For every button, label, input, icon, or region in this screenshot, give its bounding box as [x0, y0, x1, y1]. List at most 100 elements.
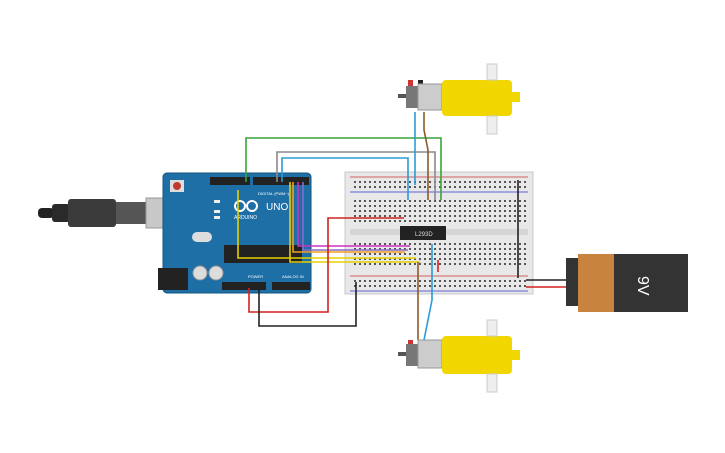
- breadboard-hole: [384, 243, 386, 245]
- breadboard-hole: [499, 186, 501, 188]
- breadboard-hole: [404, 215, 406, 217]
- dc-motor-top[interactable]: [398, 63, 520, 135]
- breadboard-hole: [414, 243, 416, 245]
- breadboard-hole: [494, 215, 496, 217]
- dc-motor-bottom[interactable]: [398, 319, 520, 393]
- wire-yellow-2[interactable]: [289, 182, 420, 263]
- breadboard-hole: [374, 200, 376, 202]
- breadboard-hole: [474, 243, 476, 245]
- breadboard-hole: [499, 285, 501, 287]
- breadboard-hole: [424, 210, 426, 212]
- breadboard-hole: [424, 181, 426, 183]
- breadboard-hole: [504, 200, 506, 202]
- breadboard-hole: [359, 258, 361, 260]
- wire-blue-top[interactable]: [281, 157, 409, 200]
- breadboard-hole: [524, 200, 526, 202]
- breadboard-hole: [419, 210, 421, 212]
- breadboard-hole: [469, 220, 471, 222]
- breadboard-hole: [384, 253, 386, 255]
- motor1-lead-brown[interactable]: [423, 112, 429, 200]
- wire-purple[interactable]: [302, 182, 408, 251]
- breadboard-hole: [399, 210, 401, 212]
- breadboard-hole: [439, 220, 441, 222]
- usb-cable[interactable]: [38, 197, 183, 229]
- breadboard-hole: [464, 280, 466, 282]
- breadboard-hole: [354, 253, 356, 255]
- breadboard-hole: [469, 248, 471, 250]
- breadboard-hole: [384, 248, 386, 250]
- breadboard-hole: [479, 215, 481, 217]
- breadboard-hole: [489, 280, 491, 282]
- wire-green[interactable]: [245, 137, 442, 200]
- digital-pins-label: DIGITAL (PWM~): [258, 191, 290, 196]
- breadboard-hole: [374, 263, 376, 265]
- breadboard-hole: [414, 248, 416, 250]
- breadboard-hole: [519, 258, 521, 260]
- breadboard-hole: [404, 263, 406, 265]
- breadboard-hole: [504, 263, 506, 265]
- breadboard-hole: [389, 263, 391, 265]
- breadboard-hole: [464, 263, 466, 265]
- breadboard-hole: [454, 253, 456, 255]
- breadboard-hole: [474, 253, 476, 255]
- breadboard-hole: [434, 220, 436, 222]
- power-header: [222, 282, 266, 290]
- breadboard-hole: [364, 263, 366, 265]
- breadboard-hole: [509, 181, 511, 183]
- l293d-chip[interactable]: L293D: [400, 226, 446, 240]
- breadboard-hole: [494, 248, 496, 250]
- breadboard-hole: [379, 186, 381, 188]
- power-jack[interactable]: [158, 268, 188, 290]
- breadboard-hole: [374, 220, 376, 222]
- breadboard-hole: [379, 263, 381, 265]
- breadboard-hole: [424, 248, 426, 250]
- arduino-board[interactable]: UNO ARDUINO DIGITAL (PWM~) POWER ANALOG …: [158, 172, 312, 294]
- breadboard-hole: [444, 243, 446, 245]
- breadboard-hole: [394, 248, 396, 250]
- breadboard-hole: [389, 243, 391, 245]
- breadboard-hole: [464, 186, 466, 188]
- breadboard-hole: [479, 186, 481, 188]
- breadboard-hole: [429, 253, 431, 255]
- wire-magenta[interactable]: [297, 182, 410, 247]
- led-l: [214, 200, 220, 203]
- breadboard-hole: [459, 181, 461, 183]
- breadboard-hole: [419, 215, 421, 217]
- wire-black-gnd[interactable]: [258, 282, 357, 327]
- wire-gray[interactable]: [276, 151, 436, 200]
- breadboard-hole: [449, 248, 451, 250]
- motor2-lead-blue[interactable]: [423, 244, 433, 341]
- breadboard-hole: [439, 210, 441, 212]
- motor-top-gearbox: [442, 80, 512, 116]
- battery-9v[interactable]: 9V: [566, 254, 688, 312]
- breadboard-hole: [419, 280, 421, 282]
- wire-red-5v[interactable]: [248, 217, 404, 313]
- motor-top-gearbox-tip: [512, 92, 520, 102]
- breadboard-hole: [499, 215, 501, 217]
- breadboard-hole: [389, 200, 391, 202]
- breadboard-hole: [364, 285, 366, 287]
- breadboard-hole: [499, 248, 501, 250]
- breadboard-hole: [379, 248, 381, 250]
- breadboard-hole: [454, 285, 456, 287]
- breadboard-hole: [474, 285, 476, 287]
- breadboard-hole: [479, 205, 481, 207]
- motor-top-housing: [417, 83, 443, 111]
- breadboard-hole: [504, 220, 506, 222]
- breadboard-hole: [509, 215, 511, 217]
- breadboard-hole: [364, 210, 366, 212]
- wire-orange[interactable]: [292, 182, 405, 253]
- breadboard-hole: [439, 280, 441, 282]
- breadboard-hole: [479, 181, 481, 183]
- breadboard-hole: [384, 205, 386, 207]
- breadboard-hole: [489, 200, 491, 202]
- breadboard-hole: [369, 285, 371, 287]
- reset-button-cap[interactable]: [173, 182, 181, 190]
- wire-yellow-1[interactable]: [237, 190, 416, 259]
- breadboard-hole: [494, 280, 496, 282]
- breadboard-hole: [414, 280, 416, 282]
- breadboard-hole: [364, 205, 366, 207]
- breadboard-hole: [364, 258, 366, 260]
- breadboard-hole: [374, 280, 376, 282]
- breadboard-hole: [389, 280, 391, 282]
